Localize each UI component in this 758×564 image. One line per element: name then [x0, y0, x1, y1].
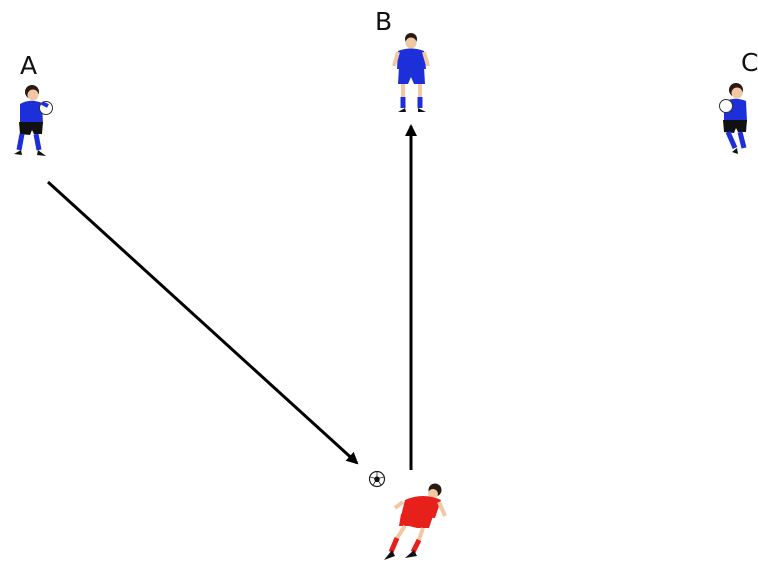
arrow-a-to-ball: [46, 180, 359, 465]
player-c-icon: [719, 83, 747, 154]
attacker-icon: [384, 483, 447, 560]
label-c: C: [741, 48, 758, 77]
player-a-icon: [14, 85, 53, 156]
ball-icon: [368, 470, 386, 488]
label-b: B: [375, 7, 392, 36]
label-a: A: [20, 51, 37, 80]
player-b-icon: [392, 33, 430, 112]
